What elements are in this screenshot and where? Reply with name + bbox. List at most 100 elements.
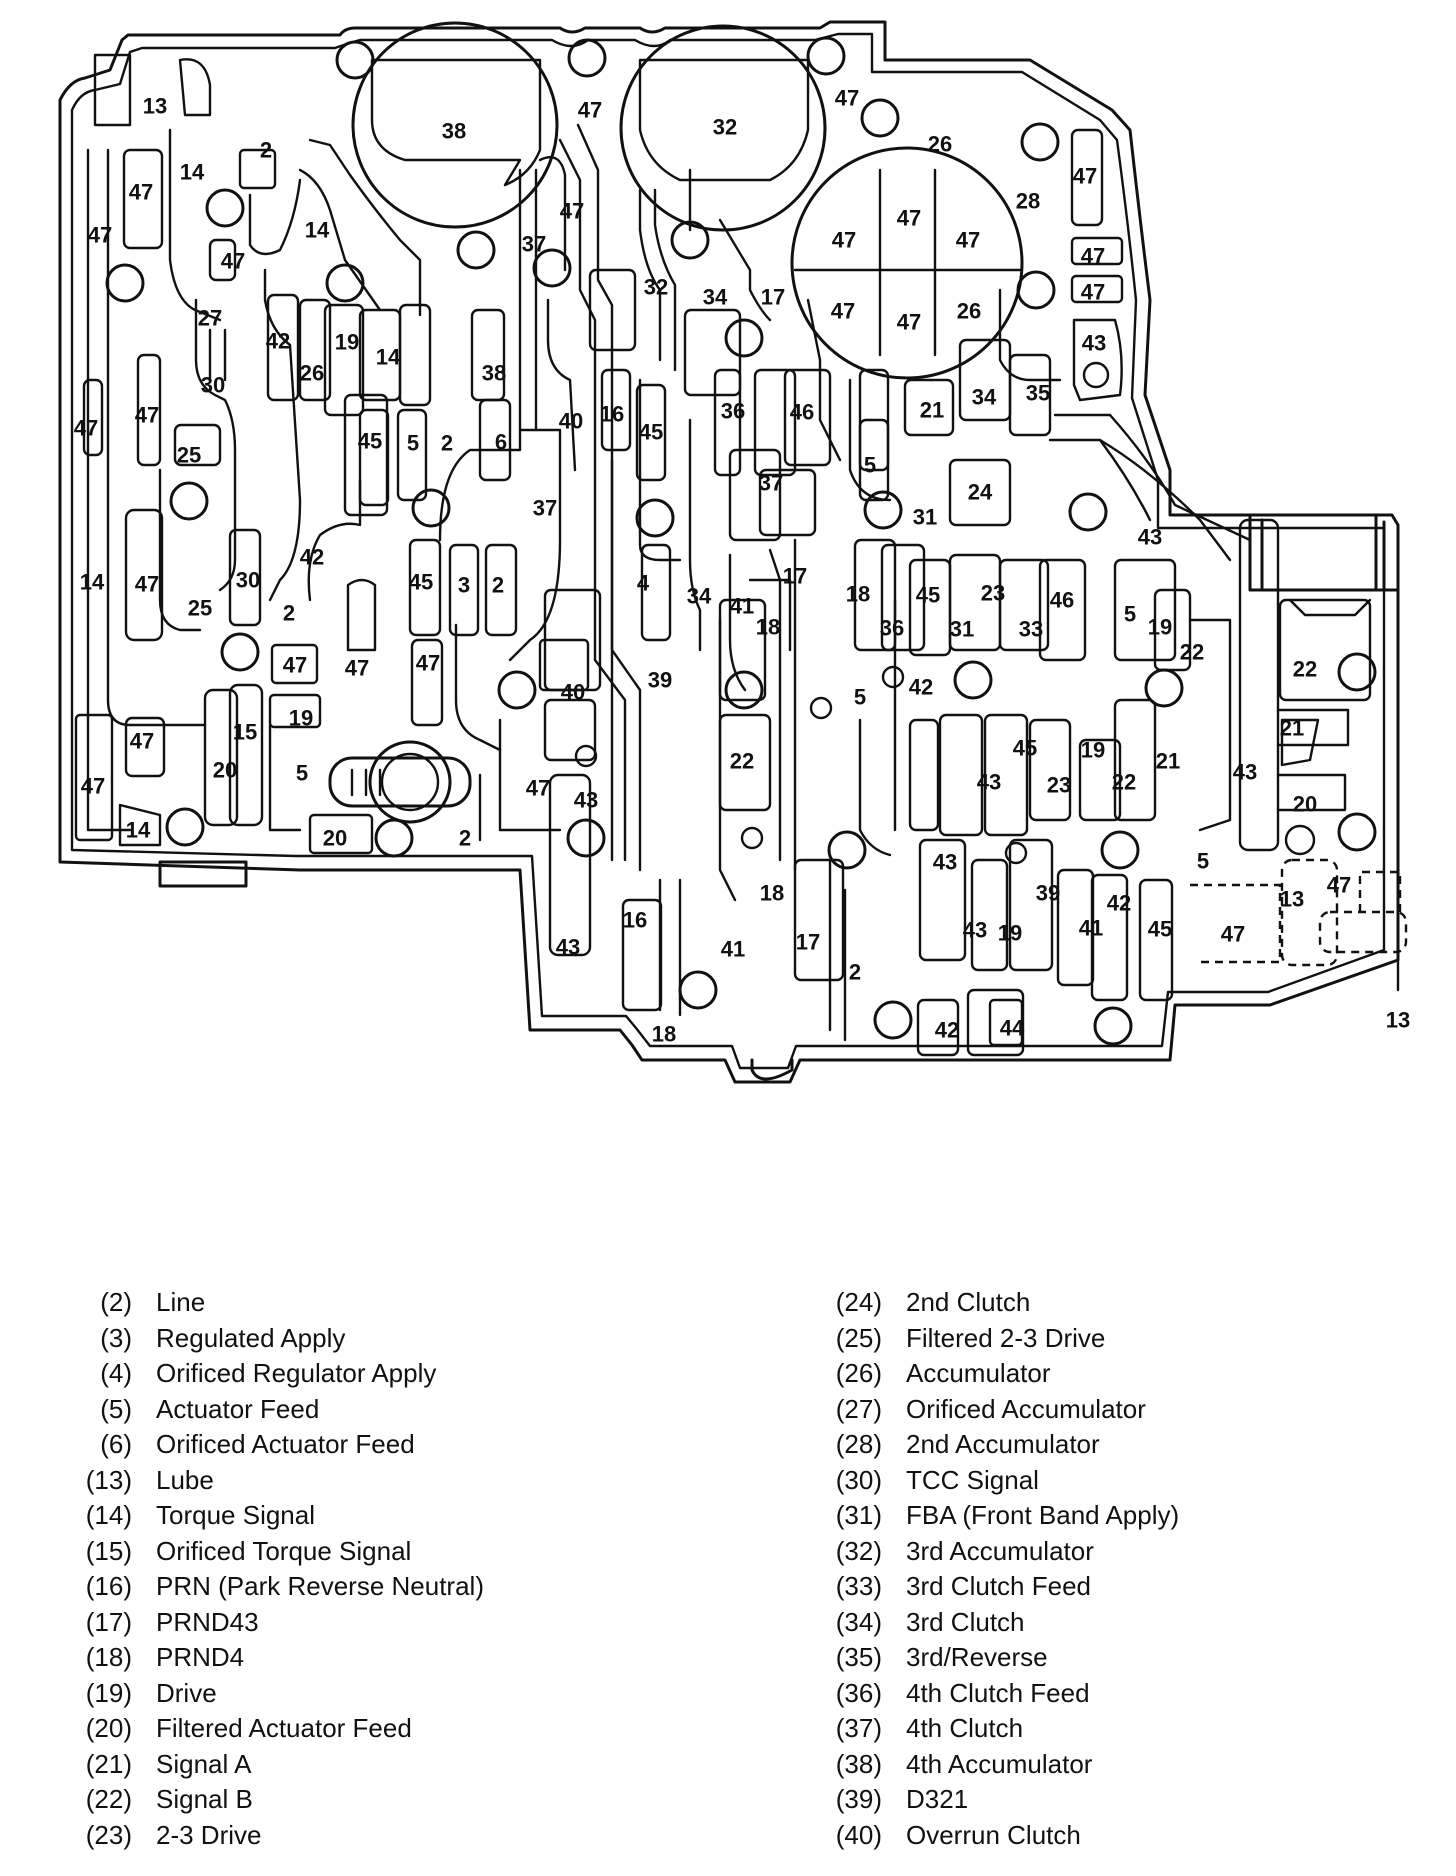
passage-number-label: 42 xyxy=(1107,891,1131,916)
passage xyxy=(748,578,792,652)
passage-number-label: 37 xyxy=(533,496,557,521)
mounting-tab-bottom-center xyxy=(750,1058,794,1081)
passage-number-label: 43 xyxy=(977,770,1001,795)
passage-number-label: 47 xyxy=(526,776,550,801)
legend-code: (39) xyxy=(835,1784,882,1814)
legend-entry: (40) Overrun Clutch xyxy=(812,1818,1179,1854)
legend-description: Signal B xyxy=(156,1784,253,1814)
passage-number-label: 35 xyxy=(1026,381,1050,406)
passage-number-label: 47 xyxy=(345,656,369,681)
passage-number-label: 43 xyxy=(574,788,598,813)
legend-code: (33) xyxy=(835,1571,882,1601)
legend-description: Overrun Clutch xyxy=(906,1819,1081,1850)
passage xyxy=(683,308,742,397)
orifice-hole xyxy=(881,665,905,689)
legend-entry: (33)3rd Clutch Feed xyxy=(812,1569,1179,1605)
passage-number-label: 47 xyxy=(81,774,105,799)
passage-number-label: 5 xyxy=(1197,849,1209,874)
legend-code: (27) xyxy=(835,1393,882,1424)
passage xyxy=(600,368,632,452)
passage-number-label: 13 xyxy=(1386,1008,1410,1033)
passage-number-label: 19 xyxy=(1148,615,1172,640)
passage xyxy=(908,558,952,657)
passage xyxy=(538,155,567,272)
legend-description: PRND4 xyxy=(156,1642,245,1672)
passage xyxy=(1072,318,1123,402)
legend-entry: (15)Orificed Torque Signal xyxy=(62,1534,484,1570)
passage-number-label: 16 xyxy=(600,402,624,427)
passage xyxy=(238,148,277,190)
passage-number-label: 47 xyxy=(135,403,159,428)
legend-entry: (39)D321 xyxy=(812,1782,1179,1818)
legend-code: (20) xyxy=(85,1713,132,1743)
passage xyxy=(1280,718,1320,767)
passage-number-label: 18 xyxy=(652,1022,676,1047)
passage xyxy=(346,578,377,652)
passage-number-label: 36 xyxy=(721,399,745,424)
bolt-hole xyxy=(374,818,414,858)
passage xyxy=(208,238,237,282)
legend-code: (26) xyxy=(835,1358,882,1388)
passage xyxy=(858,368,890,472)
passage xyxy=(398,303,432,407)
passage-number-label: 34 xyxy=(703,285,728,310)
bolt-hole xyxy=(220,632,260,672)
legend-entry: (21)Signal A xyxy=(62,1747,484,1783)
legend-code: (34) xyxy=(835,1606,882,1637)
passage xyxy=(518,168,538,432)
passage xyxy=(848,378,892,502)
accumulator-bore-38 xyxy=(351,21,559,229)
accumulator-bore-38-inner xyxy=(370,58,542,187)
legend-description: FBA (Front Band Apply) xyxy=(906,1500,1180,1530)
passage xyxy=(178,58,212,117)
passage xyxy=(1276,773,1347,812)
passage-number-label: 19 xyxy=(335,330,359,355)
passage-number-label: 14 xyxy=(376,345,401,370)
passage-number-label: 41 xyxy=(1079,916,1103,941)
passage-number-label: 26 xyxy=(300,361,324,386)
passage xyxy=(998,558,1050,652)
actuator-detail xyxy=(350,768,382,797)
passage-number-label: 47 xyxy=(1073,164,1097,189)
passage xyxy=(1153,588,1192,672)
passage-number-label: 32 xyxy=(713,115,737,140)
passage-number-label: 47 xyxy=(560,199,584,224)
legend-code: (24) xyxy=(835,1287,882,1317)
passage-number-label: 19 xyxy=(289,706,313,731)
passage-number-label: 20 xyxy=(323,826,347,851)
passage-number-label: 33 xyxy=(1019,617,1043,642)
passage xyxy=(718,618,737,902)
legend-description: 2nd Clutch xyxy=(906,1287,1031,1317)
passage-number-label: 45 xyxy=(358,429,382,454)
legend-description: 2-3 Drive xyxy=(156,1819,262,1850)
passage xyxy=(793,858,845,982)
passage-number-label: 2 xyxy=(441,431,453,456)
passage-number-label: 45 xyxy=(409,570,433,595)
legend-description: Lube xyxy=(156,1464,214,1495)
passage xyxy=(454,623,502,752)
passage xyxy=(938,713,984,837)
bolt-hole xyxy=(1100,830,1140,870)
bolt-hole xyxy=(566,818,606,858)
passage xyxy=(753,368,797,477)
passage-number-label: 32 xyxy=(644,275,668,300)
passage-number-label: 25 xyxy=(177,443,201,468)
passage xyxy=(263,268,302,602)
passage-number-label: 40 xyxy=(561,680,585,705)
passage-number-label: 5 xyxy=(1124,602,1136,627)
passage xyxy=(298,298,332,402)
passage-number-label: 17 xyxy=(761,285,785,310)
passage-number-label: 14 xyxy=(305,218,330,243)
passage xyxy=(1098,438,1232,562)
legend-code: (2) xyxy=(100,1287,132,1317)
passage-number-label: 22 xyxy=(1293,657,1317,682)
lube-dashed-outline xyxy=(1190,858,1408,967)
legend-code: (25) xyxy=(835,1322,882,1353)
passage xyxy=(548,773,592,957)
legend-description: Orificed Actuator Feed xyxy=(156,1429,415,1459)
passage-number-label: 39 xyxy=(648,668,672,693)
passage xyxy=(718,713,772,812)
legend-code: (40) xyxy=(835,1819,882,1850)
legend-entry: (26)Accumulator xyxy=(812,1356,1179,1392)
